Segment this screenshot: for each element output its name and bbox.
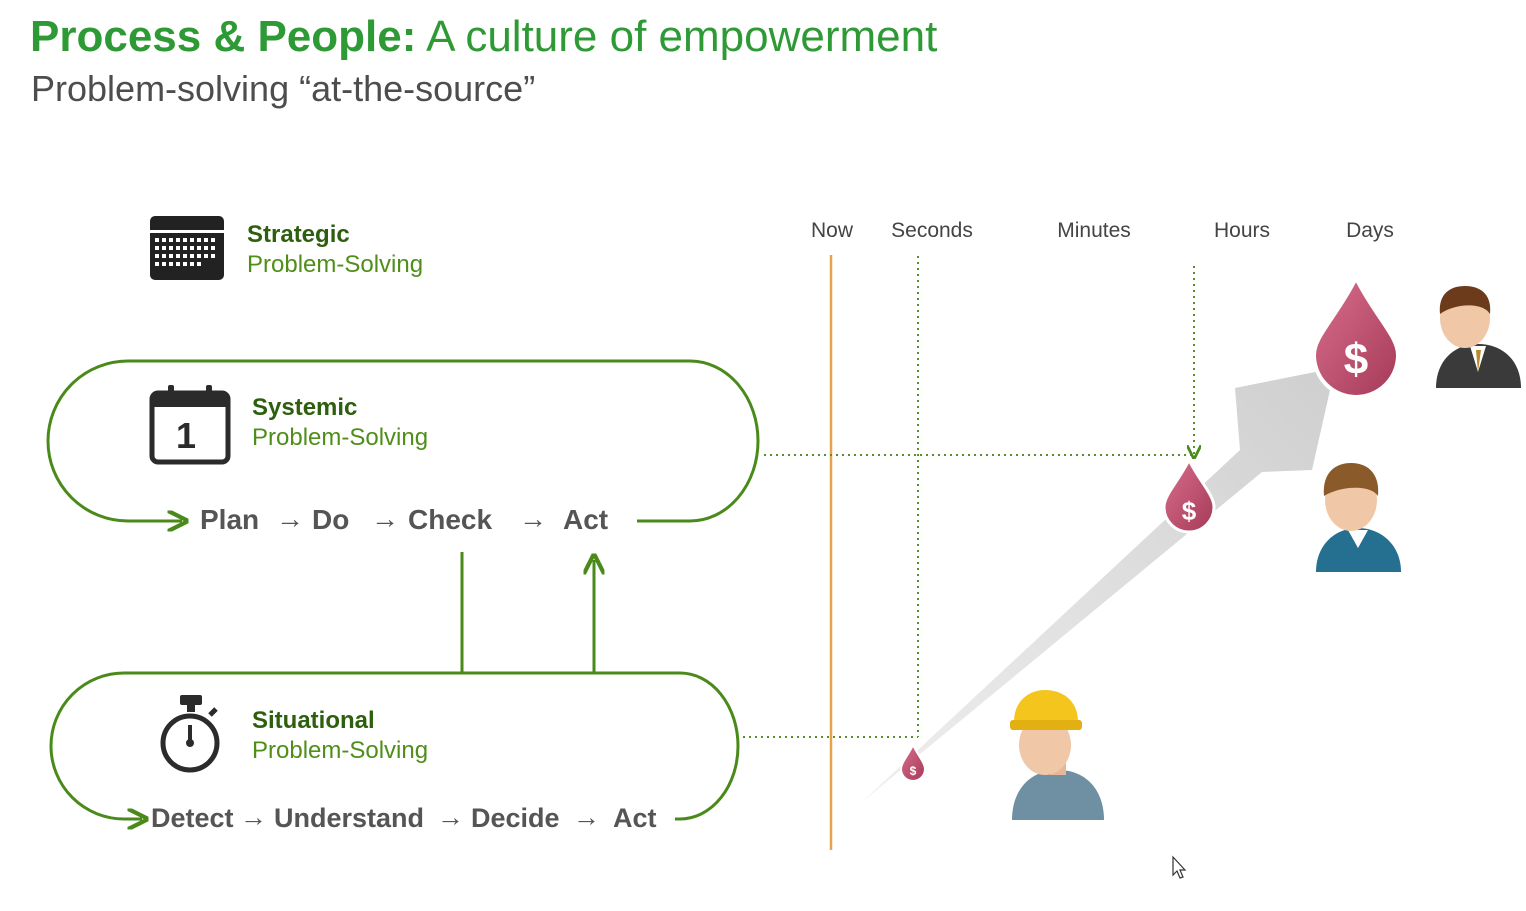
money-drop-medium-icon: $	[1162, 456, 1216, 534]
systemic-loop-path	[46, 359, 760, 521]
step-decide: Decide	[471, 803, 560, 833]
strategic-subtitle: Problem-Solving	[247, 251, 424, 278]
svg-text:$: $	[910, 764, 917, 778]
mouse-cursor	[1172, 855, 1187, 879]
step-do: Do	[312, 504, 350, 535]
page-subtitle: Problem-solving “at-the-source”	[31, 68, 536, 109]
title-bold-part: Process & People:	[30, 12, 417, 61]
step-act: Act	[563, 504, 609, 535]
step-check: Check	[408, 504, 493, 535]
time-label-seconds: Seconds	[891, 219, 973, 242]
situational-subtitle: Problem-Solving	[252, 737, 429, 764]
step-arrow-icon: →	[276, 503, 304, 534]
money-drop-large-icon: $	[1311, 273, 1401, 399]
situational-loop-path	[49, 671, 740, 819]
step-arrow-icon: →	[573, 802, 600, 832]
step-plan: Plan	[200, 504, 260, 535]
step-arrow-icon: →	[371, 503, 399, 534]
step-arrow-icon: →	[437, 802, 464, 832]
time-label-minutes: Minutes	[1057, 219, 1131, 242]
escalation-arrow	[862, 368, 1335, 802]
worker-hardhat-icon	[1010, 690, 1104, 820]
calendar-day-icon: 1	[149, 385, 231, 465]
time-label-now: Now	[810, 219, 854, 242]
money-drop-small-icon: $	[899, 742, 927, 782]
title-rest-part: A culture of empowerment	[416, 12, 938, 61]
step-arrow-icon: →	[519, 503, 547, 534]
svg-text:$: $	[1182, 496, 1197, 526]
manager-person-icon	[1316, 463, 1401, 572]
step-arrow-icon: →	[240, 802, 267, 832]
stopwatch-icon	[160, 695, 220, 773]
executive-person-icon	[1436, 286, 1521, 388]
systemic-subtitle: Problem-Solving	[252, 424, 429, 451]
situational-title: Situational	[252, 707, 375, 734]
step-detect: Detect	[151, 803, 234, 833]
time-label-hours: Hours	[1213, 219, 1271, 242]
calendar-grid-icon	[150, 216, 224, 280]
page-title: Process & People: A culture of empowerme…	[30, 12, 937, 62]
step-understand: Understand	[274, 803, 425, 833]
calendar-day-number: 1	[176, 415, 196, 456]
time-label-days: Days	[1346, 219, 1394, 242]
systemic-title: Systemic	[252, 394, 358, 421]
strategic-title: Strategic	[247, 221, 350, 248]
step-act-situational: Act	[613, 803, 657, 833]
svg-text:$: $	[1344, 335, 1368, 384]
